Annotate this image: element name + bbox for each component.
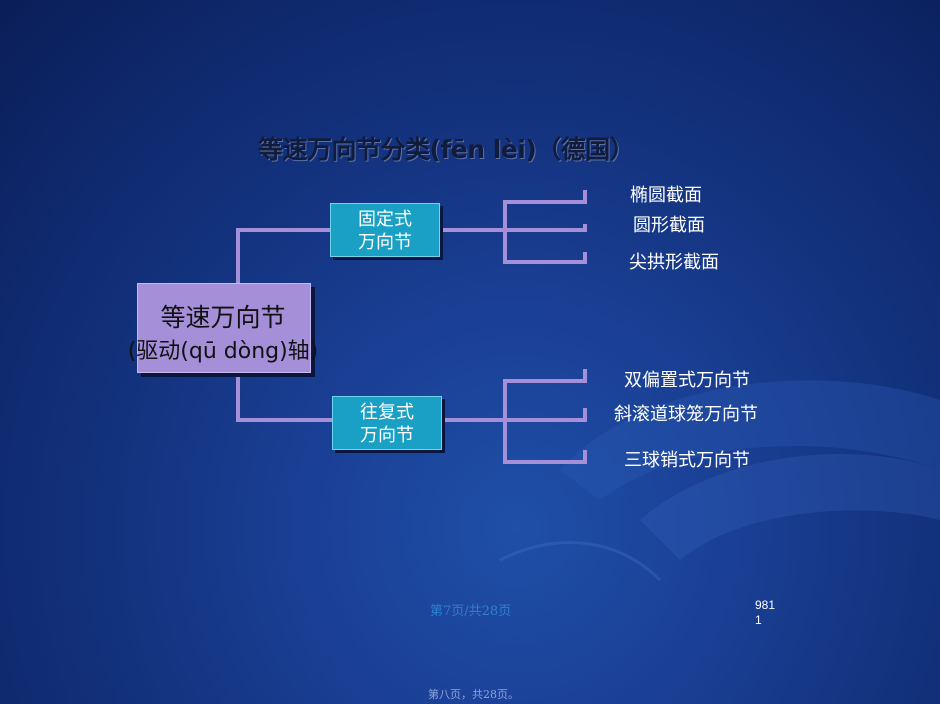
leaf-circular-section: 圆形截面: [633, 215, 705, 236]
root-node-box: [137, 283, 311, 373]
fixed-joint-label-2: 万向节: [358, 232, 412, 253]
slide-number-line-2: 1: [755, 613, 762, 627]
plunge-joint-label-2: 万向节: [360, 425, 414, 446]
diagram-title: 等速万向节分类(fēn lèi)（德国）: [258, 135, 635, 164]
fixed-joint-node: 固定式 万向节: [330, 203, 440, 257]
root-node-sublabel: (驱动(qū dòng)轴): [127, 339, 319, 364]
leaf-double-offset-joint: 双偏置式万向节: [624, 370, 750, 391]
root-node-label: 等速万向节: [160, 303, 286, 332]
bottom-page-label: 第八页，共28页。: [428, 688, 519, 701]
leaf-gothic-arch-section: 尖拱形截面: [629, 252, 719, 273]
leaf-tripod-joint: 三球销式万向节: [624, 450, 750, 471]
leaf-elliptical-section: 椭圆截面: [630, 185, 702, 206]
slide-number-line-1: 981: [755, 598, 776, 612]
page-indicator: 第7页/共28页: [430, 604, 512, 619]
leaf-cross-groove-joint: 斜滚道球笼万向节: [614, 404, 758, 425]
slide-number: 981 1: [755, 598, 785, 628]
plunge-joint-node: 往复式 万向节: [332, 396, 442, 450]
fixed-joint-label-1: 固定式: [358, 209, 412, 230]
plunge-joint-label-1: 往复式: [360, 402, 414, 423]
